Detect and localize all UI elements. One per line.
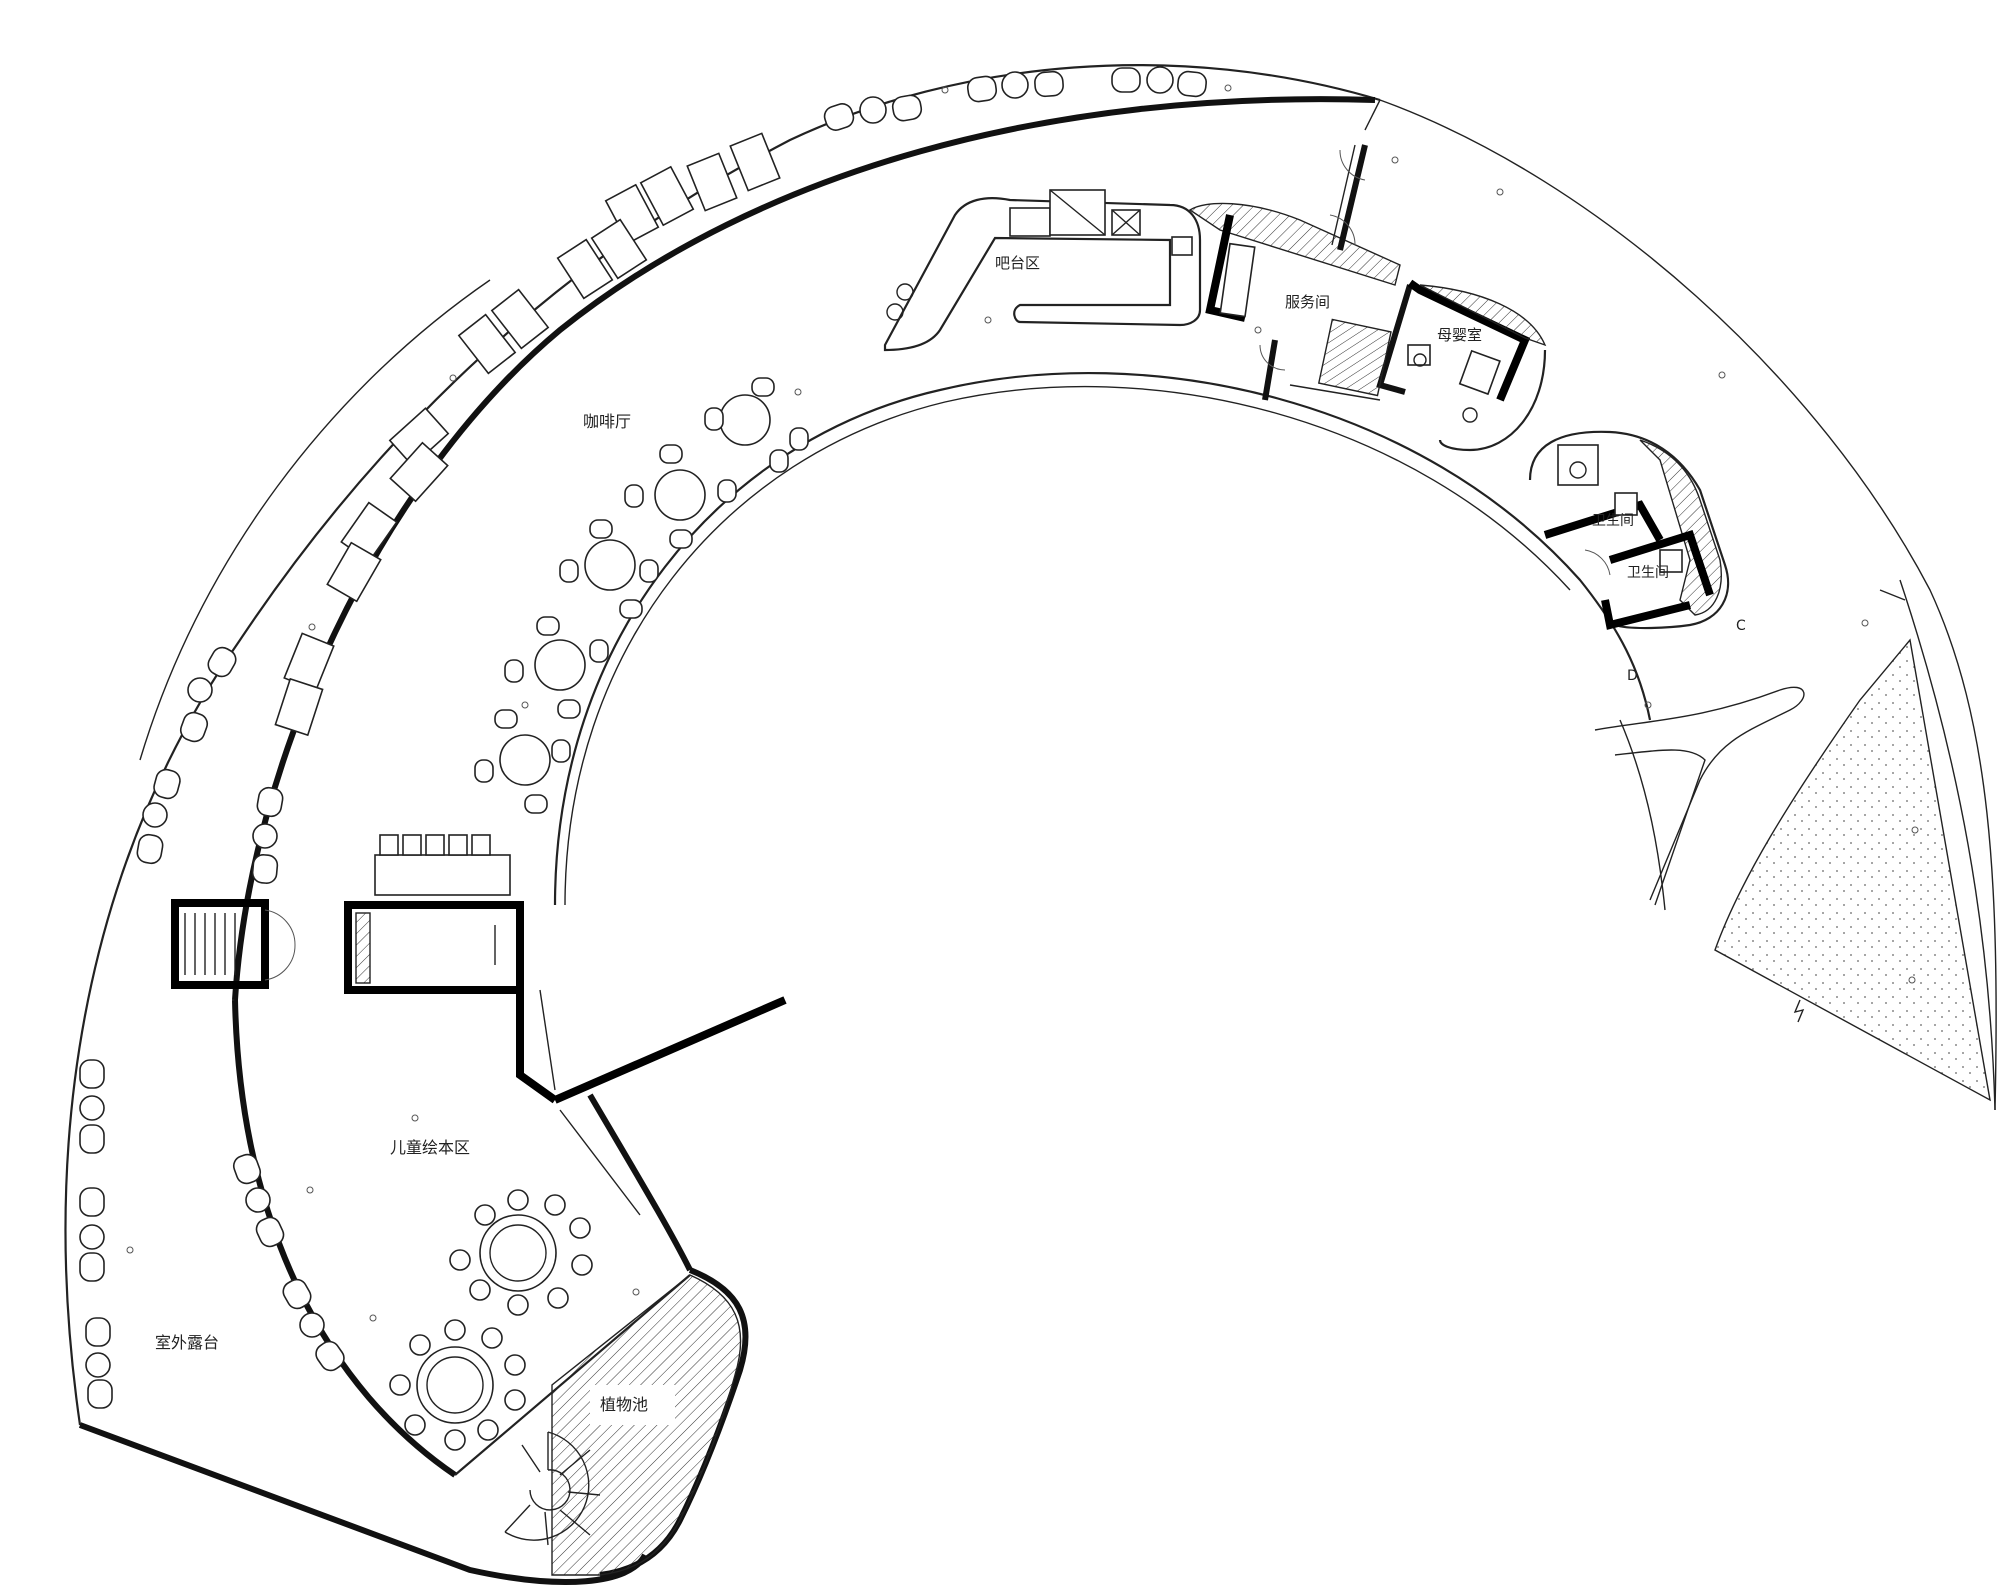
service-room-block: 服务间: [1188, 202, 1413, 401]
bar-area-label: 吧台区: [995, 254, 1040, 272]
cafe-zone: 咖啡厅: [136, 66, 1207, 884]
mother-baby-room-block: 母婴室: [1407, 279, 1547, 452]
spot-marks: [126, 84, 1919, 1322]
spiral-stair: [504, 1431, 601, 1546]
outdoor-terrace-zone: 室外露台: [79, 1059, 219, 1409]
reception-counter: [344, 834, 524, 994]
planter-label: 植物池: [600, 1395, 648, 1414]
restroom-2-label: 卫生间: [1627, 565, 1669, 581]
children-reading-area-label: 儿童绘本区: [390, 1138, 470, 1157]
right-landscape: C D: [1594, 618, 1991, 1102]
service-room-label: 服务间: [1285, 293, 1330, 311]
cafe-round-tables: [474, 377, 809, 814]
entrance-stairs: [171, 899, 296, 989]
children-reading-zone: 儿童绘本区: [232, 1138, 593, 1451]
bar-area-block: 吧台区: [883, 189, 1202, 352]
zone-d-label: D: [1627, 668, 1638, 684]
planter-zone: 植物池: [454, 1274, 742, 1576]
mother-baby-room-label: 母婴室: [1437, 326, 1482, 344]
restroom-1-label: 卫生间: [1592, 513, 1634, 529]
outer-boundary: [64, 64, 1997, 1585]
restroom-block: 卫生间 卫生间: [1528, 430, 1730, 630]
zone-c-label: C: [1736, 618, 1746, 634]
service-doors: [1259, 144, 1368, 401]
cafe-label: 咖啡厅: [583, 412, 631, 431]
cafe-window-seats: [823, 66, 1207, 131]
cafe-booths: [274, 132, 781, 737]
outdoor-terrace-label: 室外露台: [155, 1333, 219, 1352]
terrace-chairs-upper: [136, 646, 284, 884]
